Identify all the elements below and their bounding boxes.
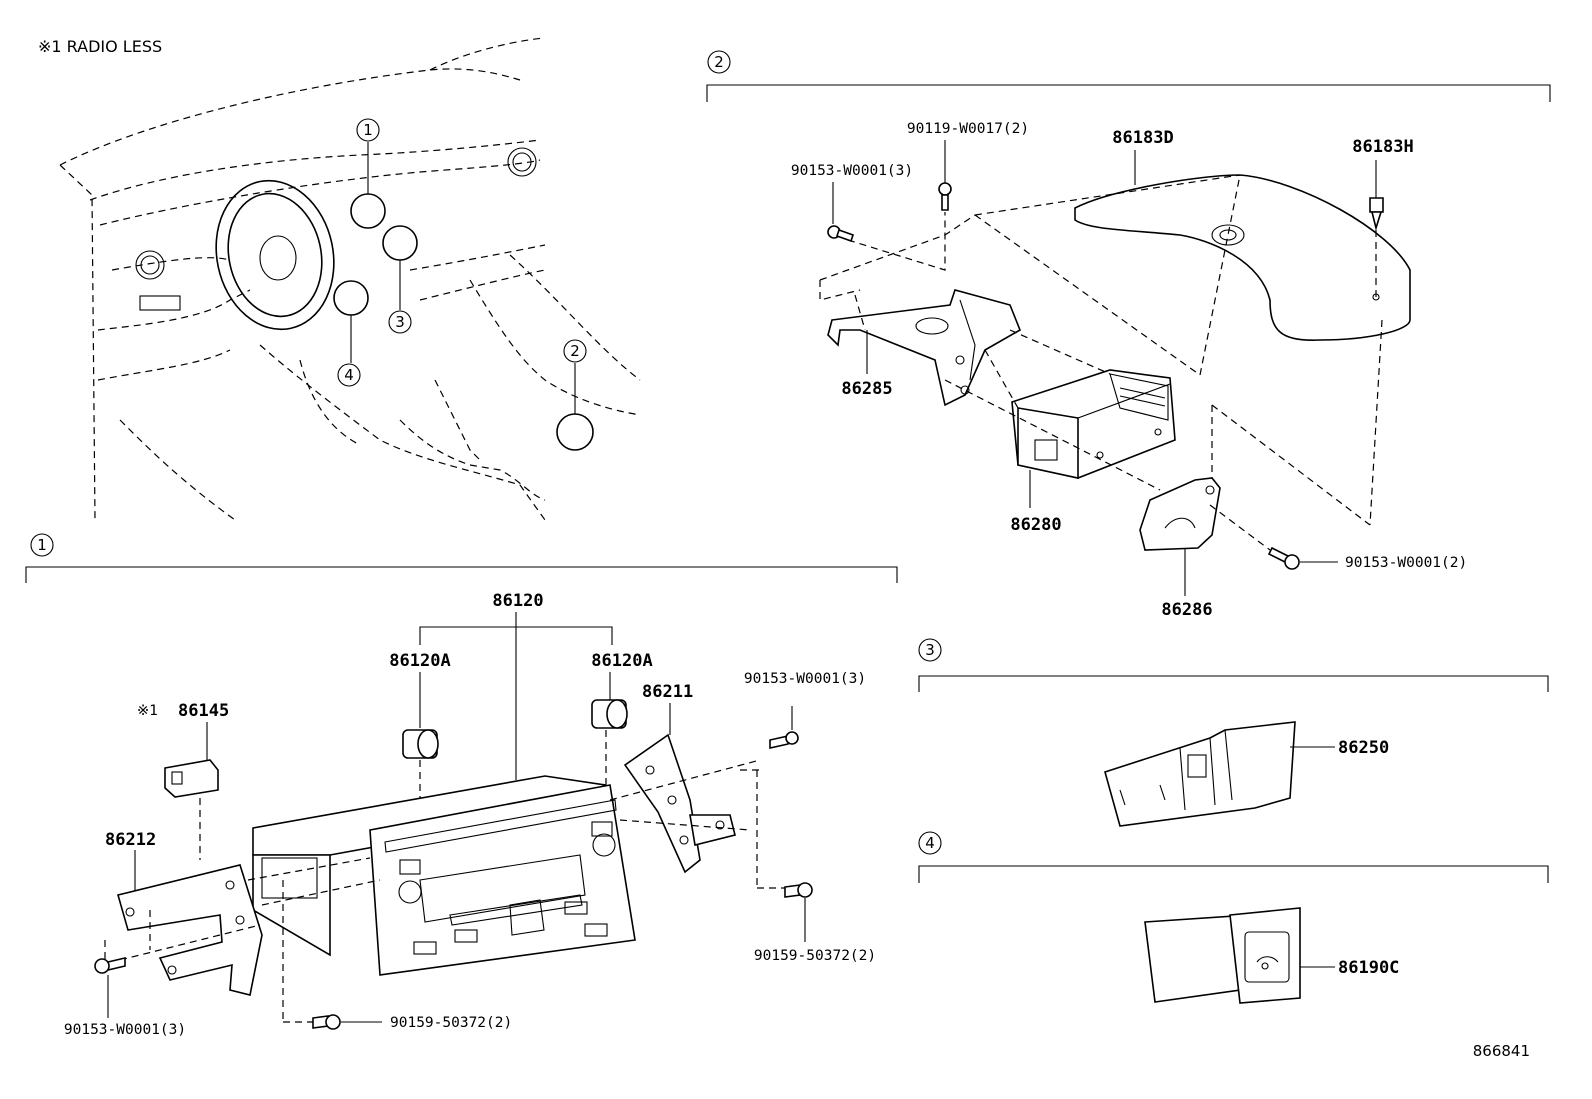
section-2-label: 2: [714, 53, 724, 71]
part-86286: 86286: [1161, 600, 1212, 620]
part-86120a-right: 86120A: [591, 651, 652, 671]
section-2: 2 90119-W0017(2) 90153-W0001(3) 86183D 8…: [706, 50, 1551, 620]
callout-3: 3: [395, 313, 405, 331]
part-screw-right: 90159-50372(2): [754, 948, 876, 964]
section-1: 1 86120 86120A 86120A ※1: [25, 533, 898, 1038]
part-86190c: 86190C: [1338, 958, 1399, 978]
dashboard-overview: 1 3 4 2: [59, 37, 641, 521]
section-4: 4 86190C: [918, 831, 1549, 1004]
part-bolt-left: 90153-W0001(3): [791, 163, 913, 179]
callout-2: 2: [570, 342, 580, 360]
part-bolt-right: 90153-W0001(2): [1345, 555, 1467, 571]
part-86145: 86145: [178, 701, 229, 721]
section-4-label: 4: [925, 834, 935, 852]
part-86285: 86285: [841, 379, 892, 399]
part-86183h: 86183H: [1352, 137, 1413, 157]
section-3-label: 3: [925, 641, 935, 659]
section-1-label: 1: [37, 536, 47, 554]
part-86280: 86280: [1010, 515, 1061, 535]
part-bolt-right-top: 90153-W0001(3): [744, 671, 866, 687]
diagram-reference-number: 866841: [1473, 1042, 1530, 1060]
radio-less-note: ※1 RADIO LESS: [38, 37, 162, 56]
part-86212: 86212: [105, 830, 156, 850]
part-86183d: 86183D: [1112, 128, 1173, 148]
part-86120: 86120: [492, 591, 543, 611]
part-bolt-left-bottom: 90153-W0001(3): [64, 1022, 186, 1038]
part-bolt-top: 90119-W0017(2): [907, 121, 1029, 137]
part-86120a-left: 86120A: [389, 651, 450, 671]
part-86250: 86250: [1338, 738, 1389, 758]
part-86211: 86211: [642, 682, 693, 702]
callout-1: 1: [363, 121, 373, 139]
section-3: 3 86250: [918, 638, 1549, 827]
part-86145-mark: ※1: [137, 703, 158, 719]
callout-4: 4: [344, 366, 354, 384]
part-screw-bottom: 90159-50372(2): [390, 1015, 512, 1031]
